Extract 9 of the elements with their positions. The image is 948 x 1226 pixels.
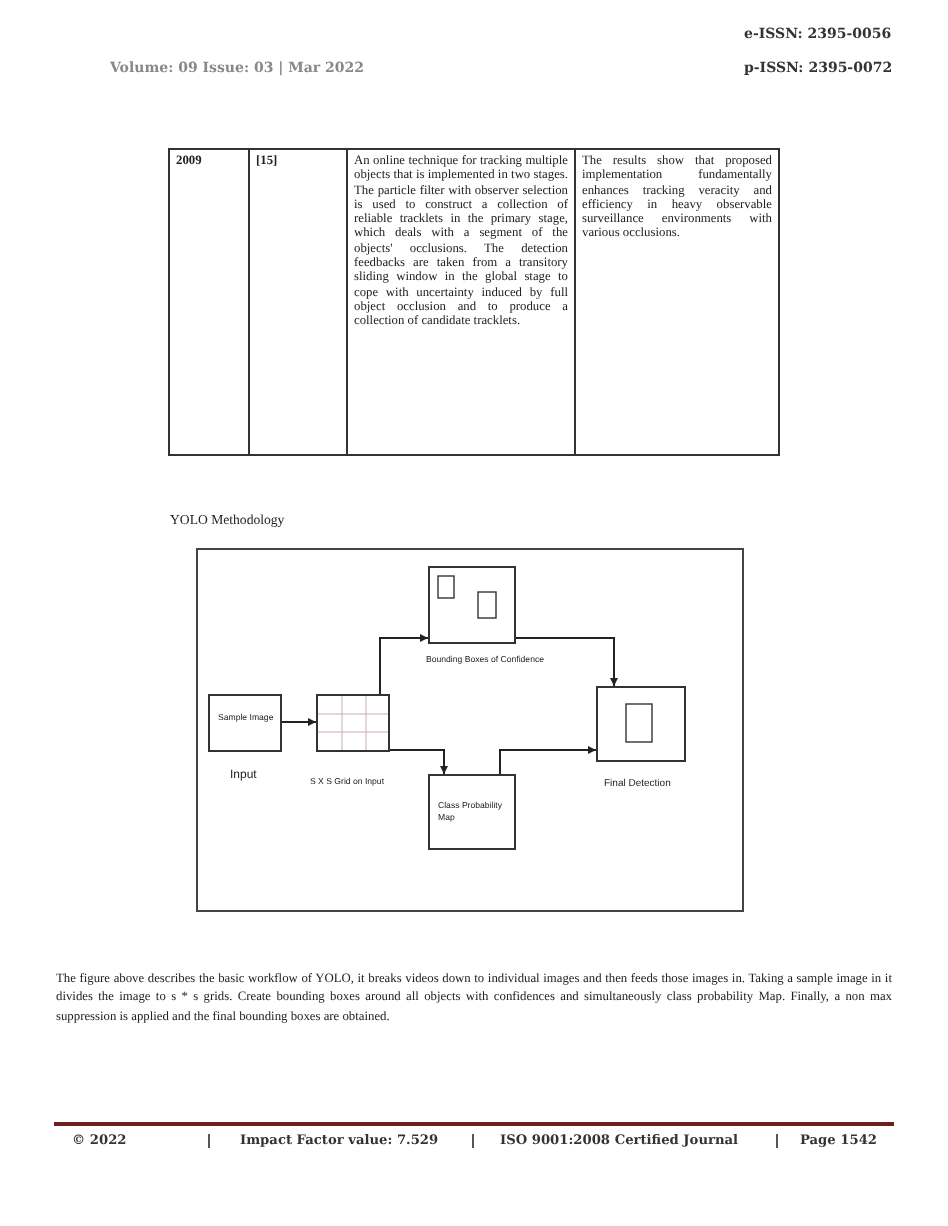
process-box bbox=[208, 694, 282, 752]
arrow bbox=[389, 749, 448, 775]
arrow bbox=[379, 634, 429, 695]
image-frame bbox=[428, 566, 516, 644]
arrow bbox=[515, 637, 618, 687]
process-box bbox=[428, 774, 516, 850]
arrow bbox=[499, 746, 597, 775]
arrow bbox=[281, 718, 317, 726]
image-frame bbox=[596, 686, 686, 762]
